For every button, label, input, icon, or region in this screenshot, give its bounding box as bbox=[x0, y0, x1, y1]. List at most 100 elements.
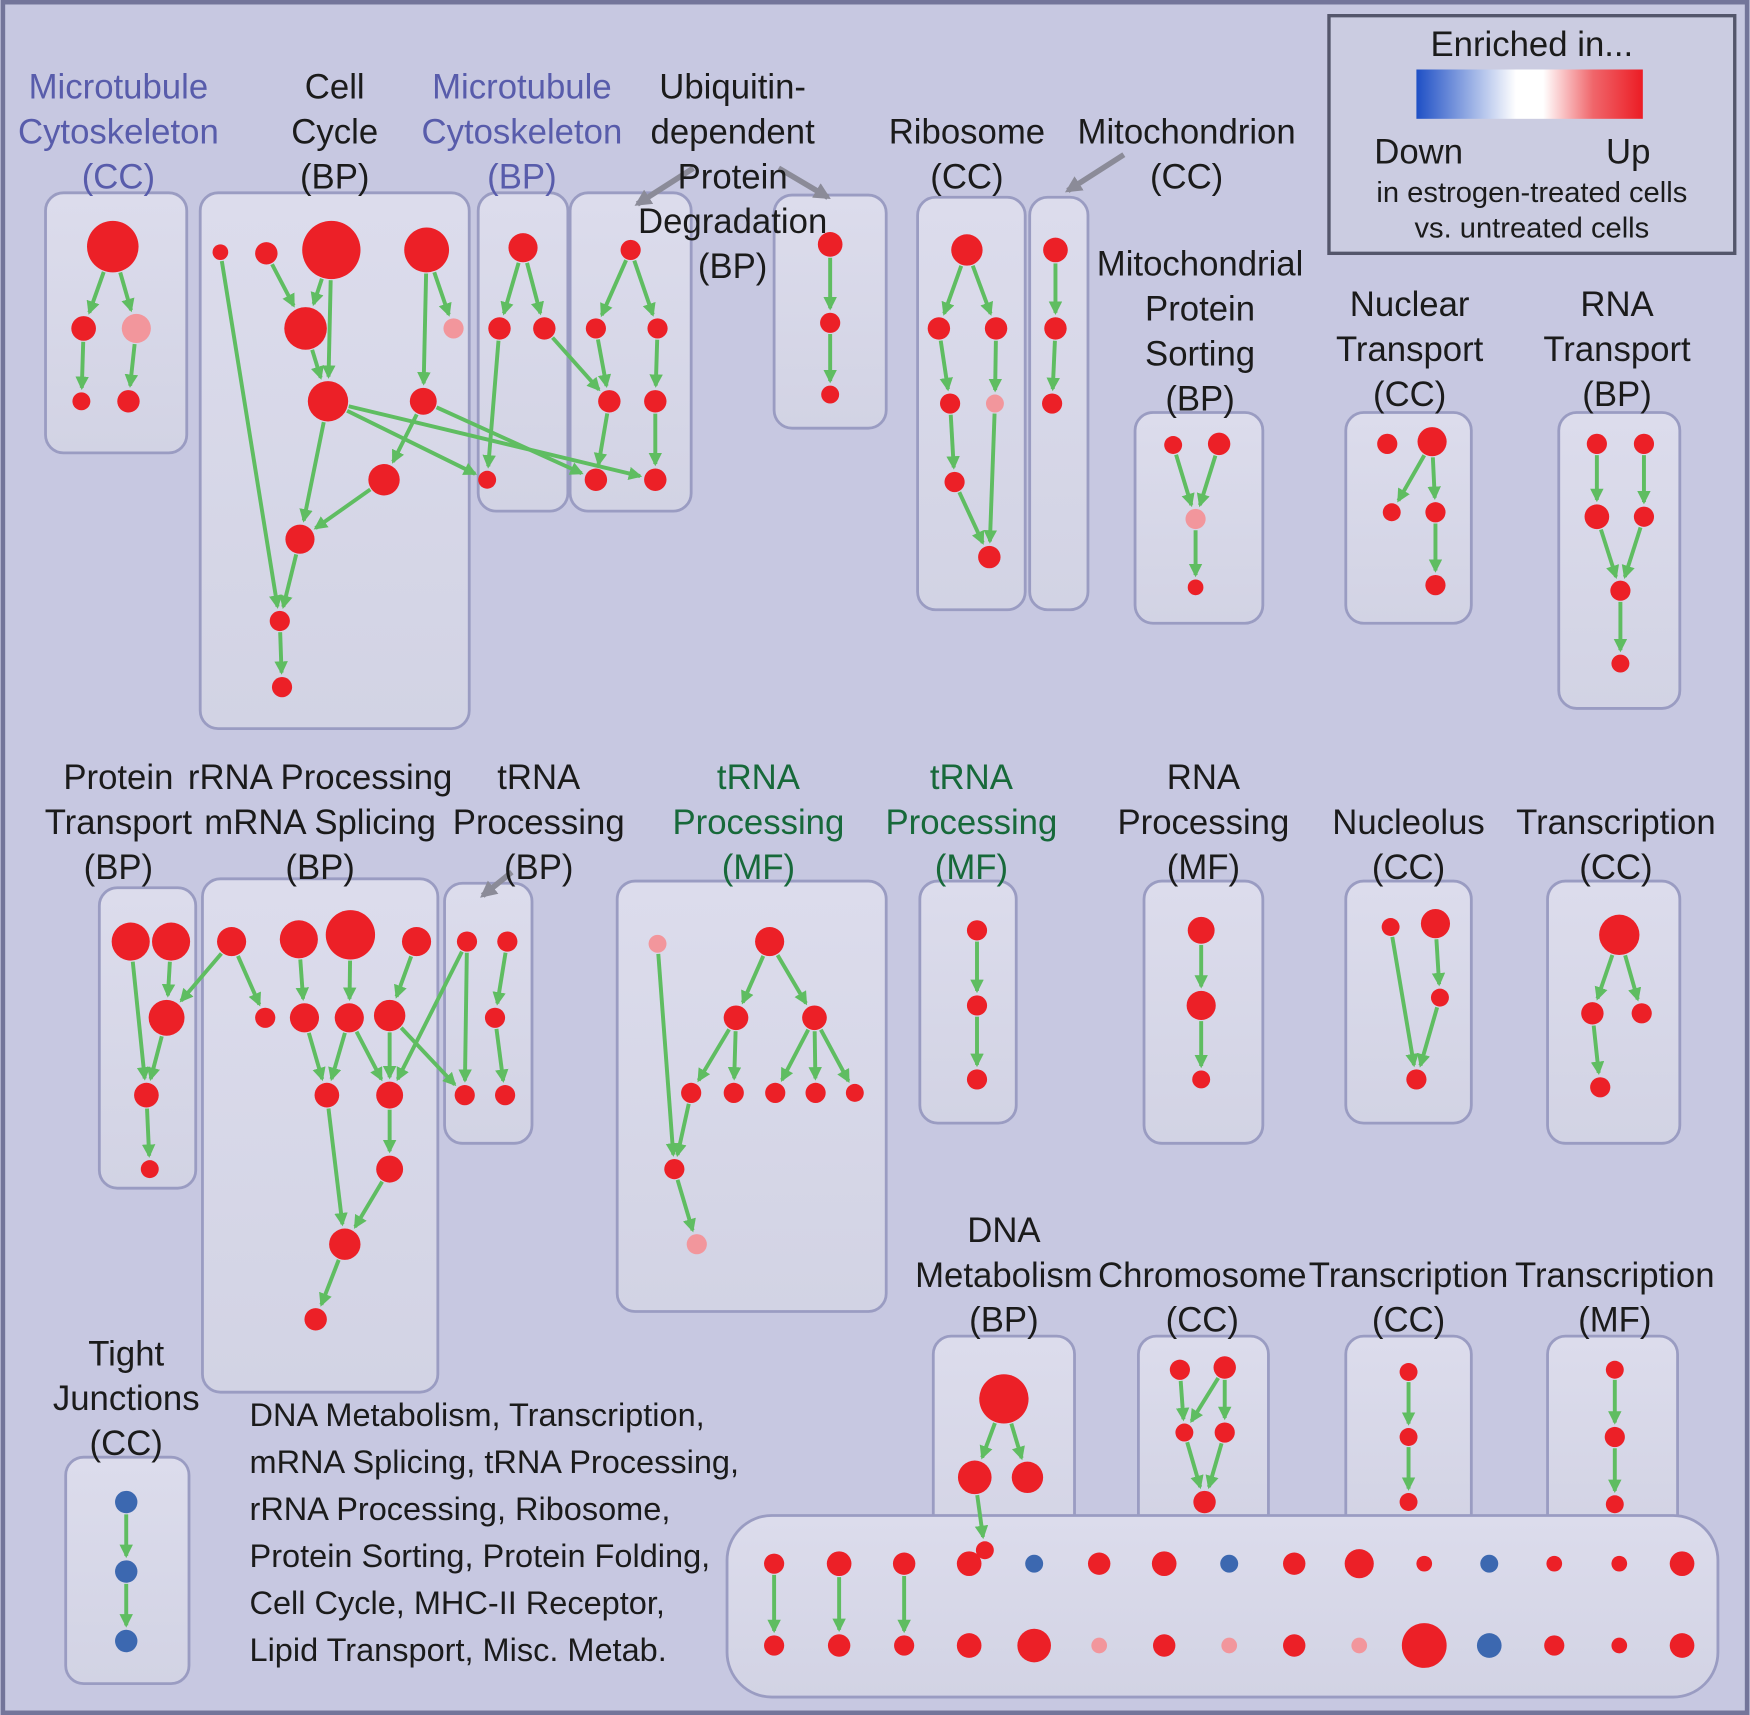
node-rna-processing-mf-0 bbox=[1187, 916, 1215, 944]
node-chromosome-cc-0 bbox=[1169, 1359, 1190, 1380]
group-label-mitochondrial-protein-sorting-bp: (BP) bbox=[1165, 380, 1234, 418]
edge-arrow bbox=[161, 961, 176, 998]
node-rrna-processing-mrna-splicing-bp-10 bbox=[376, 1155, 404, 1183]
group-label-protein-transport-bp: Protein bbox=[63, 759, 173, 797]
node-rrna-processing-mrna-splicing-bp-8 bbox=[314, 1082, 340, 1108]
edge-arrow bbox=[1390, 936, 1419, 1068]
node-ribosome-cc-4 bbox=[985, 394, 1004, 413]
node-transcription-cc-upper-2 bbox=[1631, 1003, 1652, 1024]
group-label-cell-cycle-bp: Cycle bbox=[291, 113, 378, 151]
edge-arrow bbox=[118, 271, 135, 313]
group-label-mitochondrion-cc: Mitochondrion bbox=[1078, 113, 1296, 151]
edge-arrow bbox=[551, 336, 601, 392]
node-chromosome-cc-1 bbox=[1213, 1356, 1236, 1379]
node-microtubule-cytoskeleton-cc-1 bbox=[71, 316, 96, 341]
legend-up-label: Up bbox=[1606, 134, 1650, 172]
node-ribosome-cc-5 bbox=[944, 471, 965, 493]
node-trna-processing-mf-large-4 bbox=[681, 1082, 702, 1103]
group-label-transcription-mf: Transcription bbox=[1515, 1257, 1714, 1295]
edge-arrow bbox=[417, 273, 431, 386]
node-ubiquitin-degradation-box-left-0 bbox=[620, 239, 641, 261]
label-pointer-arrow bbox=[634, 165, 695, 207]
node-ubiquitin-degradation-box-left-2 bbox=[647, 318, 668, 339]
edge-arrow bbox=[1621, 526, 1643, 579]
node-ribosome-cc-1 bbox=[927, 317, 951, 340]
edge-arrow bbox=[1009, 1423, 1025, 1461]
node-misc-metabolism-box-7 bbox=[1220, 1554, 1239, 1573]
edge-arrow bbox=[593, 413, 610, 467]
node-cell-cycle-bp-3 bbox=[404, 227, 450, 273]
group-box-ribosome-cc bbox=[916, 195, 1027, 612]
edge-arrow bbox=[86, 271, 106, 315]
node-rna-transport-bp-5 bbox=[1611, 654, 1630, 673]
edge-arrow bbox=[458, 952, 472, 1083]
group-label-cell-cycle-bp: (BP) bbox=[300, 158, 369, 196]
node-trna-processing-mf-small-0 bbox=[966, 920, 988, 941]
node-transcription-mf-0 bbox=[1605, 1360, 1624, 1379]
node-rrna-processing-mrna-splicing-bp-9 bbox=[376, 1081, 404, 1109]
edge-arrow bbox=[342, 960, 357, 1001]
edge-arrow bbox=[1594, 954, 1615, 1001]
node-ribosome-cc-3 bbox=[940, 393, 961, 414]
node-rrna-processing-mrna-splicing-bp-3 bbox=[401, 926, 432, 957]
edge-arrow bbox=[1590, 1025, 1605, 1076]
edge-arrow bbox=[75, 341, 89, 391]
edge-arrow bbox=[727, 1031, 742, 1081]
group-label-rrna-processing-mrna-splicing-bp: rRNA Processing bbox=[188, 759, 452, 797]
edge-arrow bbox=[146, 1035, 164, 1082]
edge-arrow bbox=[1599, 528, 1620, 579]
group-label-chromosome-cc: (CC) bbox=[1166, 1302, 1239, 1340]
group-label-dna-metabolism-bp: DNA bbox=[967, 1212, 1041, 1250]
node-misc-metabolism-box-24 bbox=[1351, 1637, 1368, 1654]
node-mitochondrial-protein-sorting-bp-1 bbox=[1207, 432, 1231, 456]
node-tight-junctions-cc-1 bbox=[115, 1560, 138, 1583]
group-label-trna-processing-mf-large: (MF) bbox=[722, 849, 795, 887]
edge-arrow bbox=[346, 408, 478, 476]
node-microtubule-cytoskeleton-bp-2 bbox=[533, 317, 556, 340]
edge-arrow bbox=[310, 349, 324, 380]
node-trna-processing-bp-0 bbox=[456, 931, 478, 952]
node-microtubule-cytoskeleton-cc-3 bbox=[72, 392, 91, 411]
node-ribosome-cc-6 bbox=[978, 545, 1001, 569]
edge-arrow bbox=[395, 950, 464, 1082]
group-label-transcription-mf: (MF) bbox=[1578, 1302, 1651, 1340]
group-label-mitochondrial-protein-sorting-bp: Protein bbox=[1145, 291, 1255, 329]
label-pointer-arrow bbox=[777, 165, 831, 200]
group-label-trna-processing-bp: tRNA bbox=[497, 759, 581, 797]
node-misc-metabolism-box-25 bbox=[1401, 1623, 1447, 1668]
node-misc-metabolism-box-14 bbox=[1669, 1551, 1695, 1577]
group-label-trna-processing-mf-large: tRNA bbox=[717, 759, 801, 797]
edge-arrow bbox=[938, 340, 953, 392]
node-rrna-processing-mrna-splicing-bp-1 bbox=[279, 920, 318, 959]
group-label-microtubule-cytoskeleton-bp: Microtubule bbox=[432, 69, 612, 107]
edge-arrow bbox=[399, 1026, 457, 1087]
legend-down-label: Down bbox=[1374, 134, 1463, 172]
node-dna-metabolism-bp-2 bbox=[1011, 1461, 1044, 1494]
node-trna-processing-bp-1 bbox=[497, 931, 518, 952]
node-misc-metabolism-box-3 bbox=[956, 1551, 982, 1577]
node-misc-metabolism-box-8 bbox=[1283, 1552, 1306, 1575]
group-box-transcription-cc-upper bbox=[1546, 879, 1682, 1145]
edge-arrow bbox=[353, 1180, 384, 1229]
node-dna-metabolism-bp-3 bbox=[975, 1541, 994, 1560]
node-cell-cycle-bp-1 bbox=[255, 242, 278, 265]
node-cell-cycle-bp-0 bbox=[212, 244, 229, 261]
legend-subtitle-line1: in estrogen-treated cells bbox=[1376, 177, 1687, 209]
node-trna-processing-mf-large-5 bbox=[723, 1082, 744, 1103]
node-mitochondrial-protein-sorting-bp-2 bbox=[1185, 508, 1206, 530]
edge-arrow bbox=[319, 1259, 341, 1307]
node-misc-metabolism-box-22 bbox=[1221, 1637, 1238, 1654]
node-misc-metabolism-box-5 bbox=[1087, 1552, 1111, 1575]
node-misc-metabolism-box-16 bbox=[827, 1634, 851, 1657]
label-pointer-arrow bbox=[1064, 152, 1126, 193]
node-misc-metabolism-box-6 bbox=[1151, 1551, 1177, 1577]
node-chromosome-cc-2 bbox=[1175, 1423, 1194, 1442]
node-misc-metabolism-box-21 bbox=[1152, 1634, 1176, 1657]
edge-arrow bbox=[124, 343, 139, 388]
node-microtubule-cytoskeleton-cc-0 bbox=[86, 220, 139, 273]
node-microtubule-cytoskeleton-cc-4 bbox=[117, 390, 140, 413]
group-label-ubiquitin-degradation-label: dependent bbox=[651, 113, 816, 151]
node-trna-processing-mf-large-2 bbox=[723, 1005, 749, 1031]
edge-arrow bbox=[740, 955, 766, 1005]
